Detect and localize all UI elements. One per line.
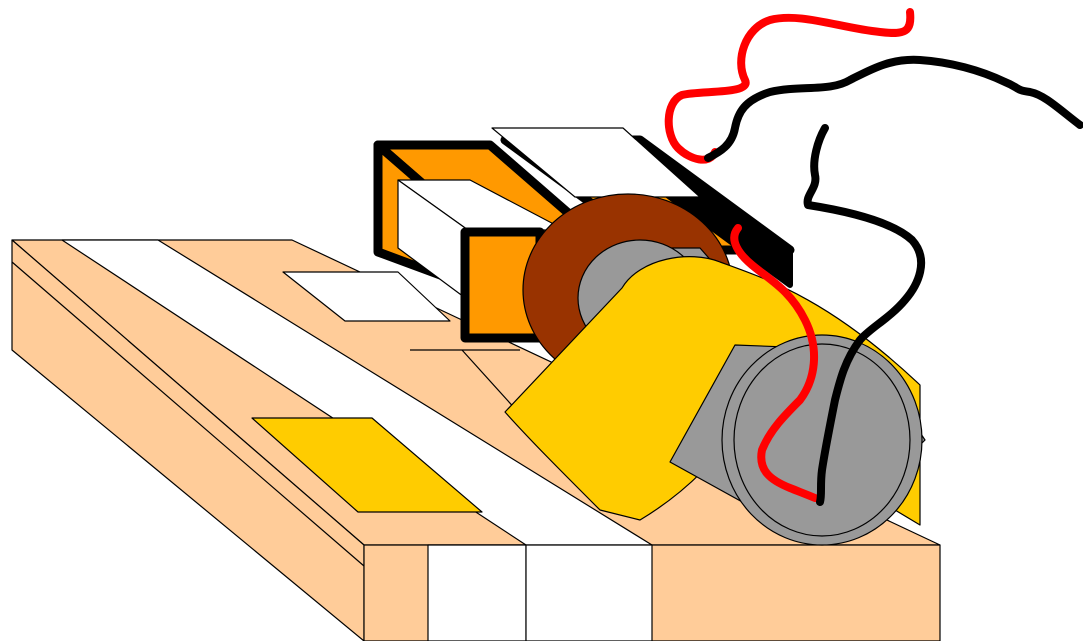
white-strip-back-side (526, 545, 652, 641)
black-wire-1 (708, 60, 1080, 158)
roller-front-end (722, 335, 922, 545)
white-strip-front-side (428, 545, 526, 641)
